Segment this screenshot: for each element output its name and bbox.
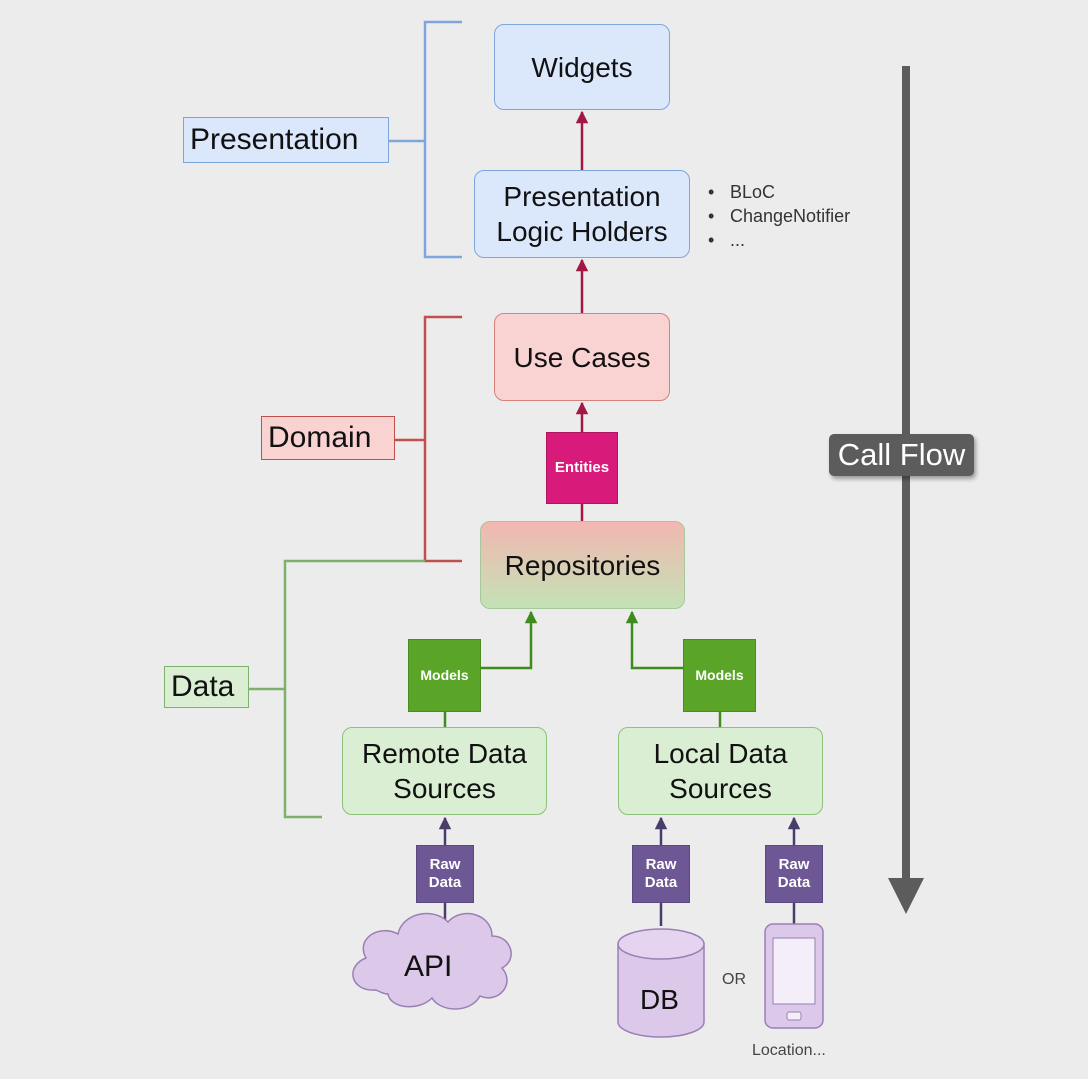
remote-label-line1: Remote Data bbox=[362, 738, 527, 769]
raw-label-line1: Raw bbox=[645, 856, 677, 873]
entities-tag: Entities bbox=[546, 432, 618, 504]
repositories-box: Repositories bbox=[480, 521, 685, 609]
raw-label-line1: Raw bbox=[778, 856, 810, 873]
local-data-sources-box: Local Data Sources bbox=[618, 727, 823, 815]
raw-data-tag-location: Raw Data bbox=[765, 845, 823, 903]
plh-label-line2: Logic Holders bbox=[496, 216, 668, 247]
repositories-label: Repositories bbox=[504, 549, 661, 581]
layer-label-presentation: Presentation bbox=[183, 117, 389, 163]
widgets-box: Widgets bbox=[494, 24, 670, 110]
logic-holder-examples: BLoC ChangeNotifier ... bbox=[708, 180, 850, 252]
raw-label-line2: Data bbox=[644, 874, 678, 891]
models-label: Models bbox=[420, 667, 469, 684]
example-item: ... bbox=[708, 228, 850, 252]
models-tag-local: Models bbox=[683, 639, 756, 712]
smartphone-icon bbox=[764, 923, 824, 1029]
local-label-line2: Sources bbox=[669, 773, 772, 804]
remote-label-line2: Sources bbox=[393, 773, 496, 804]
presentation-logic-holders-box: Presentation Logic Holders bbox=[474, 170, 690, 258]
models-tag-remote: Models bbox=[408, 639, 481, 712]
arrow-down-icon bbox=[888, 66, 924, 914]
db-label: DB bbox=[640, 984, 679, 1015]
layer-label-domain: Domain bbox=[261, 416, 395, 460]
raw-label-line2: Data bbox=[777, 874, 811, 891]
raw-label-line1: Raw bbox=[429, 856, 461, 873]
entities-label: Entities bbox=[554, 459, 610, 476]
location-label: Location... bbox=[752, 1042, 826, 1059]
layer-label-data: Data bbox=[164, 666, 249, 708]
remote-data-sources-box: Remote Data Sources bbox=[342, 727, 547, 815]
data-bracket bbox=[249, 559, 425, 819]
domain-bracket bbox=[395, 315, 462, 563]
local-label-line1: Local Data bbox=[653, 738, 788, 769]
call-flow-label: Call Flow bbox=[829, 434, 974, 476]
presentation-bracket bbox=[389, 20, 462, 259]
use-cases-box: Use Cases bbox=[494, 313, 670, 401]
raw-data-tag-api: Raw Data bbox=[416, 845, 474, 903]
example-item: BLoC bbox=[708, 180, 850, 204]
plh-label-line1: Presentation bbox=[503, 181, 661, 212]
cloud-icon bbox=[352, 912, 512, 1010]
or-label: OR bbox=[722, 971, 746, 988]
api-label: API bbox=[404, 950, 453, 983]
database-cylinder-icon bbox=[617, 928, 705, 1038]
example-item: ChangeNotifier bbox=[708, 204, 850, 228]
widgets-label: Widgets bbox=[531, 51, 633, 83]
use-cases-label: Use Cases bbox=[513, 341, 651, 373]
raw-data-tag-db: Raw Data bbox=[632, 845, 690, 903]
raw-label-line2: Data bbox=[428, 874, 462, 891]
models-label: Models bbox=[695, 667, 744, 684]
